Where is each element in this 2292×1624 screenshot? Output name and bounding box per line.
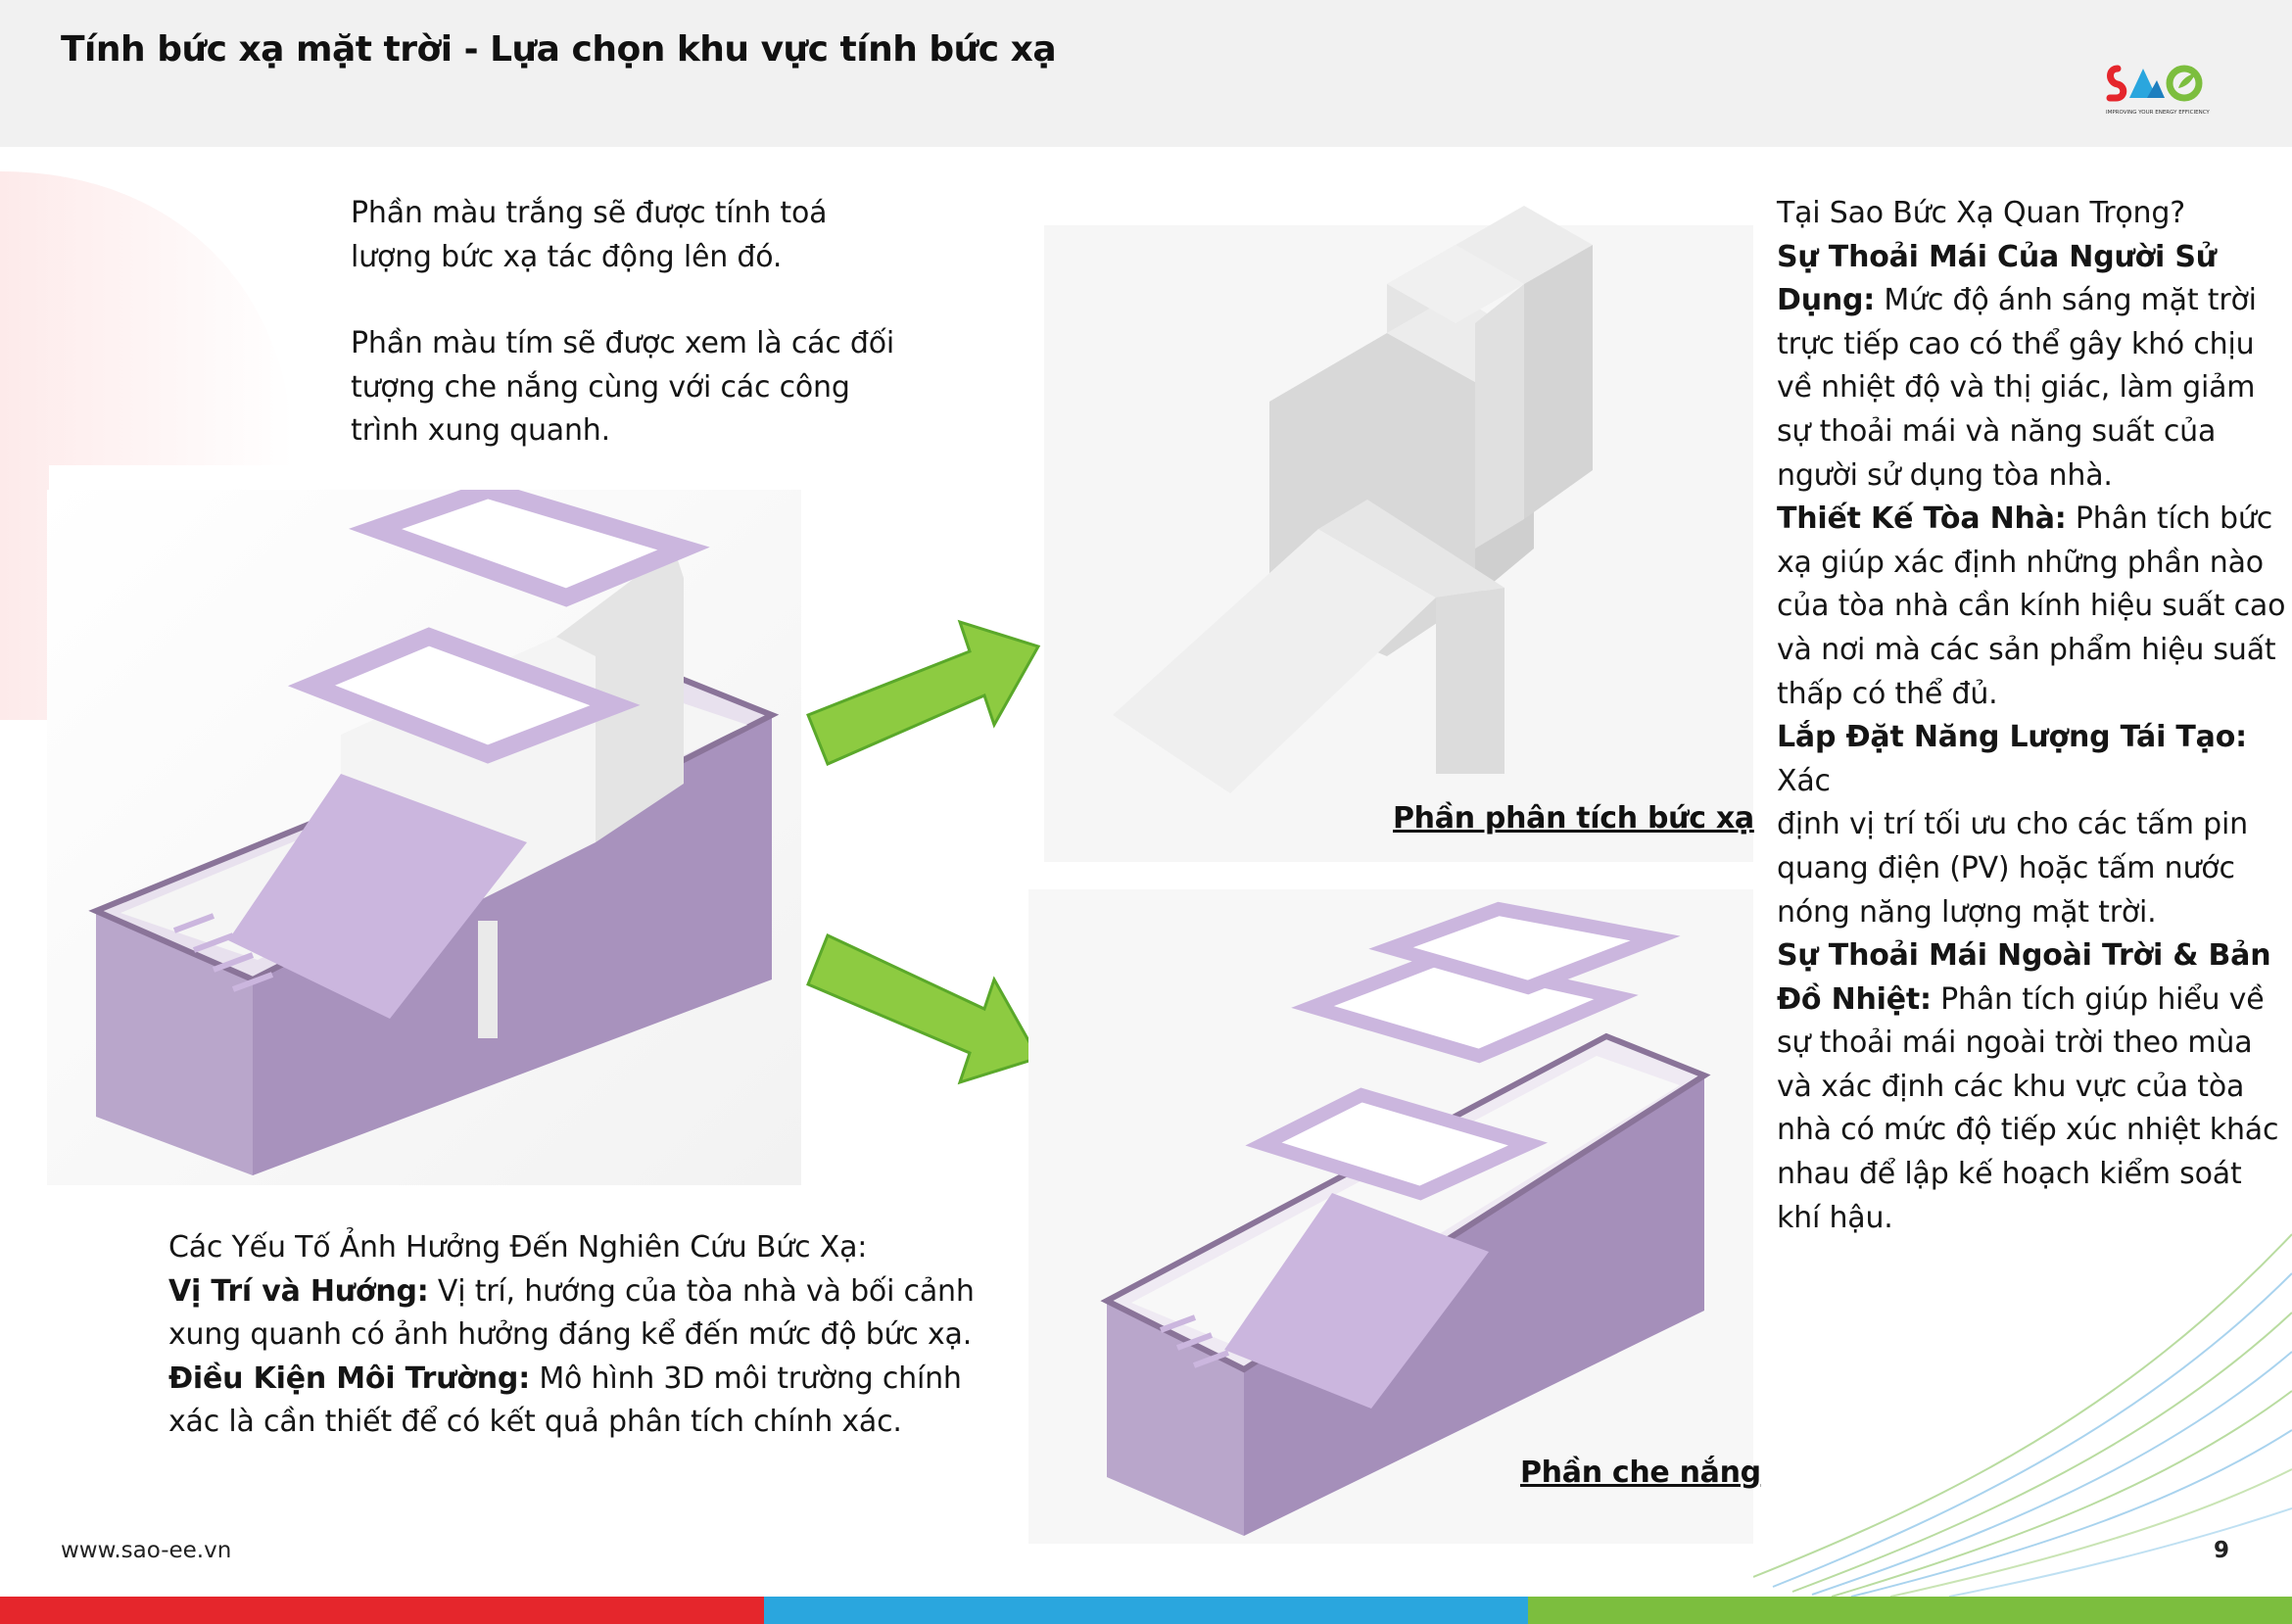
- why-line: xạ giúp xác định những phần nào: [1777, 545, 2264, 580]
- factor-line: xác là cần thiết để có kết quả phân tích…: [168, 1405, 902, 1440]
- why-line: và nơi mà các sản phẩm hiệu suất: [1777, 632, 2276, 667]
- factors-text: Các Yếu Tố Ảnh Hưởng Đến Nghiên Cứu Bức …: [168, 1226, 975, 1445]
- intro-line: Phần màu tím sẽ được xem là các đối: [351, 326, 895, 361]
- why-line: nóng năng lượng mặt trời.: [1777, 894, 2157, 930]
- why-label: Dụng:: [1777, 283, 1876, 318]
- arrow-down-right-icon: [806, 932, 1041, 1085]
- why-line: và xác định các khu vực của tòa: [1777, 1069, 2245, 1104]
- page-header: [0, 0, 2292, 147]
- company-logo: IMPROVING YOUR ENERGY EFFICIENCY: [2104, 59, 2231, 119]
- why-label: Sự Thoải Mái Ngoài Trời & Bản: [1777, 938, 2271, 974]
- why-line: quang điện (PV) hoặc tấm nước: [1777, 850, 2235, 885]
- analysis-model-render: [1044, 147, 1753, 862]
- factor-line: xung quanh có ảnh hưởng đáng kể đến mức …: [168, 1317, 973, 1353]
- why-line: của tòa nhà cần kính hiệu suất cao: [1777, 589, 2286, 624]
- factor-label: Vị Trí và Hướng:: [168, 1273, 429, 1309]
- why-label: Sự Thoải Mái Của Người Sử: [1777, 239, 2217, 274]
- why-line: người sử dụng tòa nhà.: [1777, 457, 2113, 493]
- why-line: sự thoải mái và năng suất của: [1777, 413, 2217, 449]
- caption-analysis: Phần phân tích bức xạ: [1393, 801, 1754, 836]
- page-title: Tính bức xạ mặt trời - Lựa chọn khu vực …: [61, 29, 1057, 70]
- page-number: 9: [2214, 1538, 2230, 1563]
- decorative-shape: [0, 171, 294, 720]
- footer-bar-blue: [764, 1597, 1528, 1624]
- footer-bar-green: [1528, 1597, 2292, 1624]
- why-line: trực tiếp cao có thể gây khó chịu: [1777, 326, 2255, 361]
- why-line: Phân tích bức: [2066, 502, 2272, 537]
- intro-line: tượng che nắng cùng với các công: [351, 369, 850, 405]
- factor-label: Điều Kiện Môi Trường:: [168, 1361, 530, 1396]
- why-line: Mức độ ánh sáng mặt trời: [1875, 283, 2257, 318]
- why-label: Lắp Đặt Năng Lượng Tái Tạo:: [1777, 720, 2247, 755]
- why-line: thấp có thể đủ.: [1777, 676, 1998, 711]
- caption-shading: Phần che nắng: [1520, 1456, 1761, 1490]
- why-label: Thiết Kế Tòa Nhà:: [1777, 502, 2067, 537]
- why-line: định vị trí tối ưu cho các tấm pin: [1777, 807, 2248, 842]
- why-line: khí hậu.: [1777, 1200, 1893, 1235]
- combined-model-render: [47, 490, 801, 1185]
- why-line: sự thoải mái ngoài trời theo mùa: [1777, 1026, 2253, 1061]
- intro-text: Phần màu trắng sẽ được tính toá lượng bứ…: [351, 192, 894, 454]
- intro-line: lượng bức xạ tác động lên đó.: [351, 239, 783, 274]
- intro-line: Phần màu trắng sẽ được tính toá: [351, 196, 828, 230]
- factor-line: Vị trí, hướng của tòa nhà và bối cảnh: [428, 1273, 975, 1309]
- logo-tagline: IMPROVING YOUR ENERGY EFFICIENCY: [2106, 110, 2210, 116]
- why-line: Phân tích giúp hiểu về: [1931, 981, 2265, 1017]
- why-line: nhà có mức độ tiếp xúc nhiệt khác: [1777, 1113, 2279, 1148]
- factors-heading: Các Yếu Tố Ảnh Hưởng Đến Nghiên Cứu Bức …: [168, 1230, 868, 1265]
- why-line: nhau để lập kế hoạch kiểm soát: [1777, 1157, 2242, 1192]
- intro-line: trình xung quanh.: [351, 413, 610, 449]
- why-line: Xác: [1777, 763, 1831, 798]
- footer-url: www.sao-ee.vn: [61, 1538, 232, 1563]
- footer-bar-red: [0, 1597, 764, 1624]
- why-heading: Tại Sao Bức Xạ Quan Trọng?: [1777, 196, 2185, 230]
- factor-line: Mô hình 3D môi trường chính: [530, 1361, 962, 1396]
- why-radiation-text: Tại Sao Bức Xạ Quan Trọng? Sự Thoải Mái …: [1777, 192, 2292, 1240]
- shading-model-render: [1028, 889, 1753, 1544]
- why-label: Đồ Nhiệt:: [1777, 981, 1932, 1017]
- arrow-up-right-icon: [806, 619, 1041, 766]
- why-line: về nhiệt độ và thị giác, làm giảm: [1777, 370, 2256, 406]
- decorative-wave-lines: [1753, 1233, 2292, 1597]
